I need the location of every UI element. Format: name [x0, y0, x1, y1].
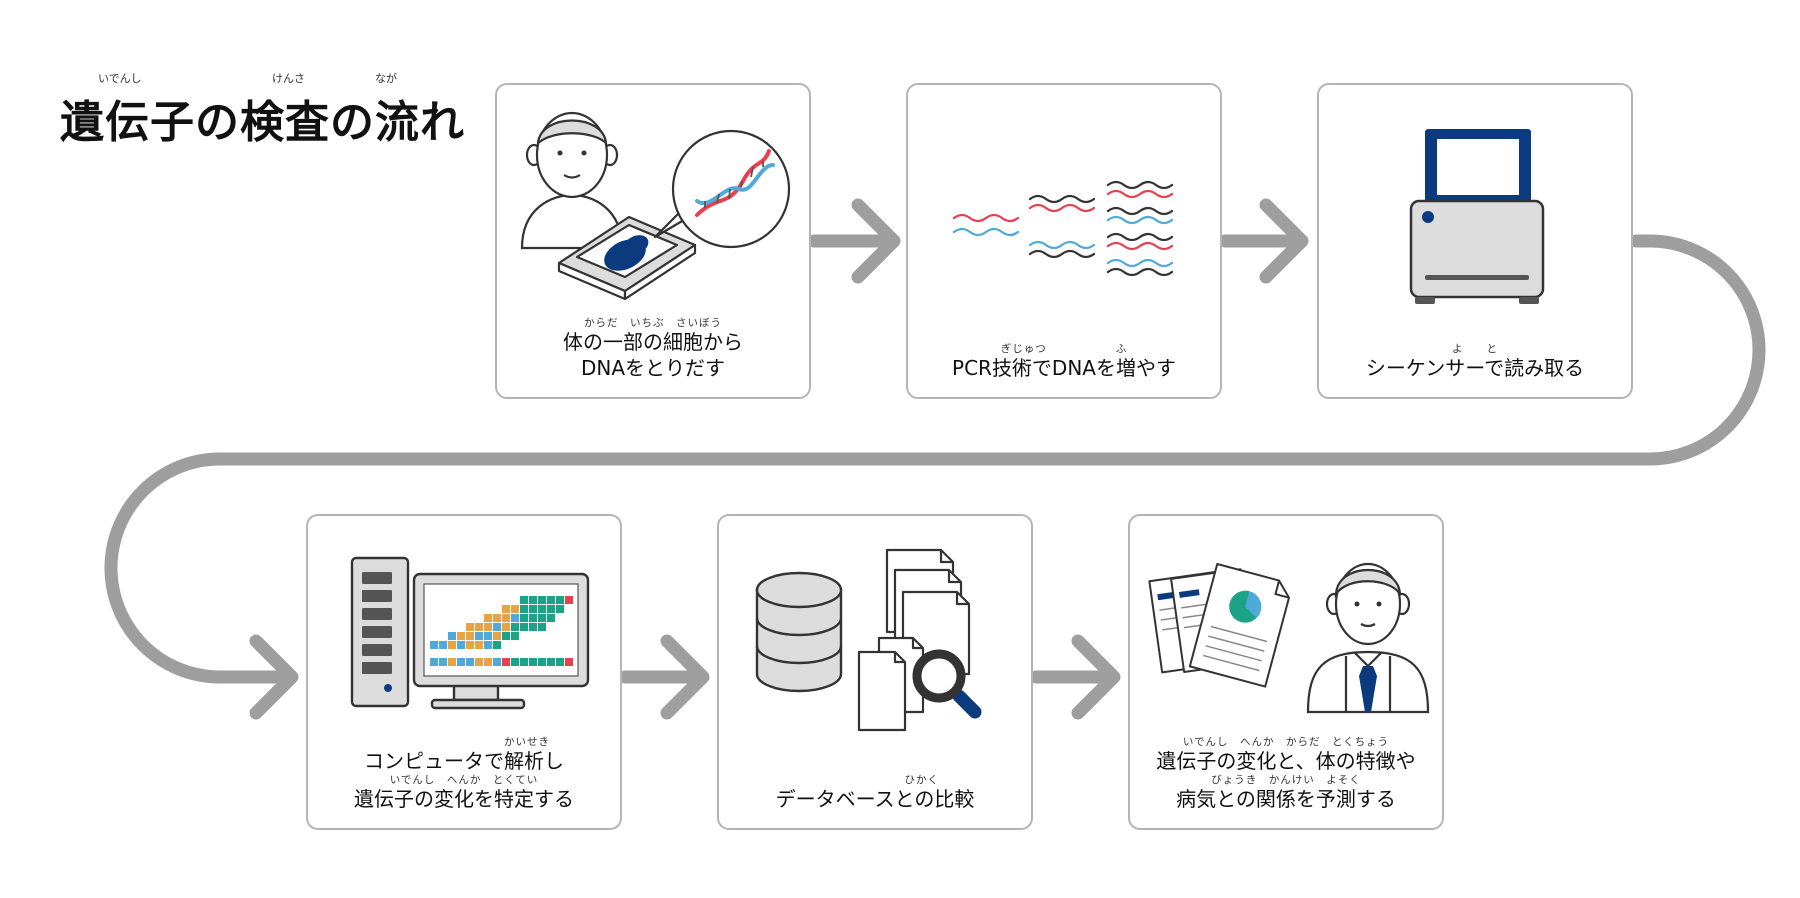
- step-card-2: ぎじゅつ ふ PCR技術でDNAを増やす: [906, 83, 1222, 399]
- title-ruby-1: いでんし: [98, 72, 142, 85]
- step-label-4b: 遺伝子の変化を特定する: [354, 787, 574, 811]
- title-ruby-2: けんさ: [272, 72, 305, 85]
- step-caption-4: かいせき コンピュータで解析し いでんし へんか とくてい 遺伝子の変化を特定す…: [308, 736, 620, 812]
- dna-icon: [653, 129, 791, 249]
- doctor-icon: [1306, 562, 1430, 714]
- step-label-5a: データベースとの比較: [775, 787, 975, 811]
- step1-illustration: [520, 111, 791, 301]
- step-label-6b: 病気との関係を予測する: [1176, 787, 1396, 811]
- title-ruby-3: なが: [375, 72, 397, 85]
- magnifier-icon: [912, 649, 982, 719]
- step-caption-3: よ と シーケンサーで読み取る: [1319, 343, 1631, 381]
- step-label-2a: PCR技術でDNAを増やす: [952, 356, 1176, 380]
- step-card-4: かいせき コンピュータで解析し いでんし へんか とくてい 遺伝子の変化を特定す…: [306, 514, 622, 830]
- database-icon: [755, 571, 843, 693]
- step3-illustration: [1409, 129, 1545, 304]
- step-card-3: よ と シーケンサーで読み取る: [1317, 83, 1633, 399]
- report-icon: [1148, 563, 1290, 688]
- step-ruby-2a: ぎじゅつ ふ: [1000, 343, 1128, 355]
- person-icon: [520, 111, 624, 250]
- step-card-1: からだ いちぶ さいぼう 体の一部の細胞から DNAをとりだす: [495, 83, 811, 399]
- analysis-heatmap: [430, 596, 573, 666]
- step-caption-6: いでんし へんか からだ とくちょう 遺伝子の変化と、体の特徴や びょうき かん…: [1130, 736, 1442, 812]
- step-ruby-3a: よ と: [1452, 343, 1498, 355]
- computer-icon: [350, 556, 590, 710]
- return-loop-connector: [104, 234, 1766, 684]
- step-ruby-6a: いでんし へんか からだ とくちょう: [1182, 736, 1390, 748]
- step-label-1b: DNAをとりだす: [580, 356, 726, 380]
- step6-illustration: [1148, 562, 1430, 714]
- arrowhead-5-6: [1071, 634, 1121, 720]
- arrowhead-loop: [249, 634, 299, 720]
- step-caption-2: ぎじゅつ ふ PCR技術でDNAを増やす: [908, 343, 1220, 381]
- step-ruby-6b: びょうき かんけい よそく: [1211, 774, 1361, 786]
- step-caption-5: ひかく データベースとの比較: [719, 774, 1031, 812]
- step-label-1a: 体の一部の細胞から: [563, 330, 743, 354]
- step5-illustration: [755, 548, 982, 732]
- dna-strands-icon: [952, 180, 1174, 277]
- step-label-3a: シーケンサーで読み取る: [1365, 356, 1585, 380]
- sequencer-icon: [1409, 129, 1545, 304]
- step-ruby-1a: からだ いちぶ さいぼう: [584, 317, 722, 329]
- page-title: 遺伝子の検査の流れ: [60, 97, 465, 148]
- step-ruby-4b: いでんし へんか とくてい: [389, 774, 539, 786]
- documents-icon: [857, 548, 971, 732]
- step-card-6: いでんし へんか からだ とくちょう 遺伝子の変化と、体の特徴や びょうき かん…: [1128, 514, 1444, 830]
- step-caption-1: からだ いちぶ さいぼう 体の一部の細胞から DNAをとりだす: [497, 317, 809, 381]
- step-card-5: ひかく データベースとの比較: [717, 514, 1033, 830]
- sample-tray-icon: [557, 215, 697, 301]
- step-label-4a: コンピュータで解析し: [364, 749, 564, 773]
- step-ruby-4a: かいせき: [504, 736, 550, 748]
- step4-illustration: [350, 556, 590, 710]
- step-label-6a: 遺伝子の変化と、体の特徴や: [1156, 749, 1416, 773]
- arrowhead-4-5: [660, 634, 710, 720]
- step-ruby-5a: ひかく: [904, 774, 939, 786]
- arrowhead-2-3: [1259, 198, 1309, 284]
- arrowhead-1-2: [851, 198, 901, 284]
- step2-illustration: [952, 180, 1174, 277]
